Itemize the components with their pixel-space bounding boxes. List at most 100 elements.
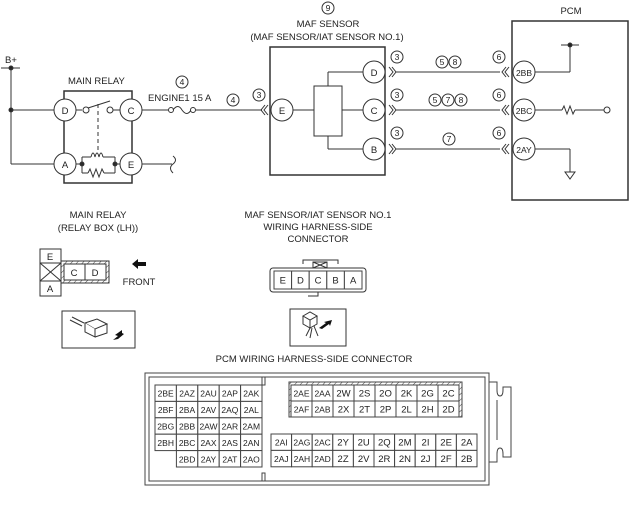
pcm-pin-2be: 2BE [154, 384, 177, 402]
maf-connector-pin-e: E [273, 270, 293, 290]
maf-connector-pin-b: B [326, 270, 345, 290]
svg-text:E: E [279, 106, 285, 117]
pcm-pin-2f: 2F [435, 449, 457, 468]
svg-text:2AB: 2AB [314, 405, 330, 415]
pcm-pin-2ah: 2AH [291, 449, 313, 468]
pcm-pin-2az: 2AZ [175, 384, 199, 402]
svg-text:2V: 2V [358, 454, 370, 465]
wire-d-callout-5: 5 [435, 55, 449, 69]
svg-text:2O: 2O [379, 389, 392, 400]
svg-text:2X: 2X [338, 405, 350, 416]
svg-text:2AW: 2AW [199, 422, 217, 432]
maf-connector-pin-c: C [308, 270, 328, 290]
svg-text:5: 5 [440, 57, 445, 67]
pcm-pin-2ao: 2AO [240, 450, 263, 468]
svg-text:2Q: 2Q [378, 438, 391, 449]
svg-text:2L: 2L [401, 405, 412, 416]
pcm-pin-2al: 2AL [240, 400, 263, 419]
maf-connector-title-3: CONNECTOR [287, 234, 348, 245]
svg-text:2AY: 2AY [516, 145, 532, 155]
svg-text:2BG: 2BG [157, 422, 174, 432]
svg-text:9: 9 [326, 3, 331, 13]
svg-text:C: C [128, 106, 135, 117]
relay-connector-illustration-icon [61, 310, 136, 349]
maf-input-callout: 3 [252, 88, 266, 102]
svg-text:2AA: 2AA [314, 389, 330, 399]
pcm-power-supply-icon [535, 42, 579, 73]
svg-text:2AM: 2AM [243, 422, 260, 432]
pcm-pin-2aj: 2AJ [270, 449, 293, 468]
pcm-pin-2as: 2AS [218, 433, 242, 452]
svg-text:2BC: 2BC [516, 106, 533, 116]
main-relay-title: MAIN RELAY [68, 76, 126, 87]
svg-text:A: A [47, 284, 54, 295]
pcm-pin-2h: 2H [416, 400, 439, 418]
svg-text:2E: 2E [440, 438, 452, 449]
pcm-pin-2p: 2P [374, 400, 397, 418]
pcm-callout-2bc: 6 [492, 88, 506, 102]
pcm-terminal-2bc: 2BC [512, 98, 536, 122]
pcm-resistor-icon [535, 104, 611, 116]
svg-text:2G: 2G [421, 389, 434, 400]
pcm-pin-2s: 2S [353, 384, 376, 402]
pcm-terminal-2bb: 2BB [512, 60, 536, 84]
pcm-pin-2aa: 2AA [311, 384, 334, 402]
relay-coil [76, 152, 120, 179]
svg-text:2S: 2S [359, 389, 371, 400]
pcm-pin-2af: 2AF [290, 400, 313, 418]
svg-text:6: 6 [497, 128, 502, 138]
pcm-pin-2z: 2Z [332, 449, 354, 468]
connector-symbol [260, 104, 269, 116]
pcm-pin-2ab: 2AB [311, 400, 334, 418]
svg-text:3: 3 [395, 90, 400, 100]
svg-text:4: 4 [231, 95, 236, 105]
svg-text:2J: 2J [420, 454, 430, 465]
maf-connector-illustration-icon [289, 308, 347, 347]
svg-text:2D: 2D [442, 405, 454, 416]
pcm-pin-2ar: 2AR [218, 417, 242, 435]
svg-text:2M: 2M [398, 438, 411, 449]
pcm-pin-2bb: 2BB [175, 417, 199, 435]
pcm-pin-2ac: 2AC [311, 433, 334, 451]
svg-text:2I: 2I [422, 438, 430, 449]
svg-text:B: B [371, 145, 377, 156]
svg-text:2BA: 2BA [179, 405, 195, 415]
svg-text:2AL: 2AL [244, 405, 259, 415]
svg-text:8: 8 [459, 95, 464, 105]
pcm-pin-2w: 2W [332, 384, 355, 402]
pcm-callout-2bb: 6 [492, 50, 506, 64]
svg-text:3: 3 [395, 52, 400, 62]
maf-d-callout: 3 [390, 50, 404, 64]
pcm-pin-2ak: 2AK [240, 384, 263, 402]
svg-text:2AE: 2AE [293, 389, 309, 399]
svg-text:2AS: 2AS [222, 438, 238, 448]
svg-text:2AY: 2AY [201, 454, 217, 464]
svg-text:2AG: 2AG [293, 438, 310, 448]
svg-text:2P: 2P [380, 405, 392, 416]
svg-text:2T: 2T [359, 405, 370, 416]
relay-connector-title-1: MAIN RELAY [70, 210, 128, 221]
svg-text:2BE: 2BE [158, 389, 174, 399]
maf-subtitle: (MAF SENSOR/IAT SENSOR NO.1) [250, 32, 403, 43]
wire-break-icon [170, 155, 176, 174]
svg-text:2AK: 2AK [243, 389, 259, 399]
maf-terminal-d: D [362, 60, 386, 84]
pcm-pin-2r: 2R [373, 449, 396, 468]
svg-text:D: D [92, 268, 99, 279]
wire-c-callout-5: 5 [428, 93, 442, 107]
pcm-pin-2b: 2B [455, 449, 478, 468]
svg-text:6: 6 [497, 52, 502, 62]
svg-text:2R: 2R [378, 454, 390, 465]
pcm-pin-2ad: 2AD [311, 449, 334, 468]
maf-connector-pin-a: A [343, 270, 363, 290]
svg-text:E: E [280, 276, 286, 287]
pcm-pin-2j: 2J [414, 449, 437, 468]
maf-terminal-c: C [362, 98, 386, 122]
svg-text:2AX: 2AX [200, 438, 216, 448]
pcm-pin-2bf: 2BF [154, 400, 177, 419]
pcm-connector-housing [144, 372, 490, 486]
pcm-pin-2ag: 2AG [291, 433, 313, 451]
svg-text:2C: 2C [442, 389, 454, 400]
svg-text:2AC: 2AC [314, 438, 331, 448]
